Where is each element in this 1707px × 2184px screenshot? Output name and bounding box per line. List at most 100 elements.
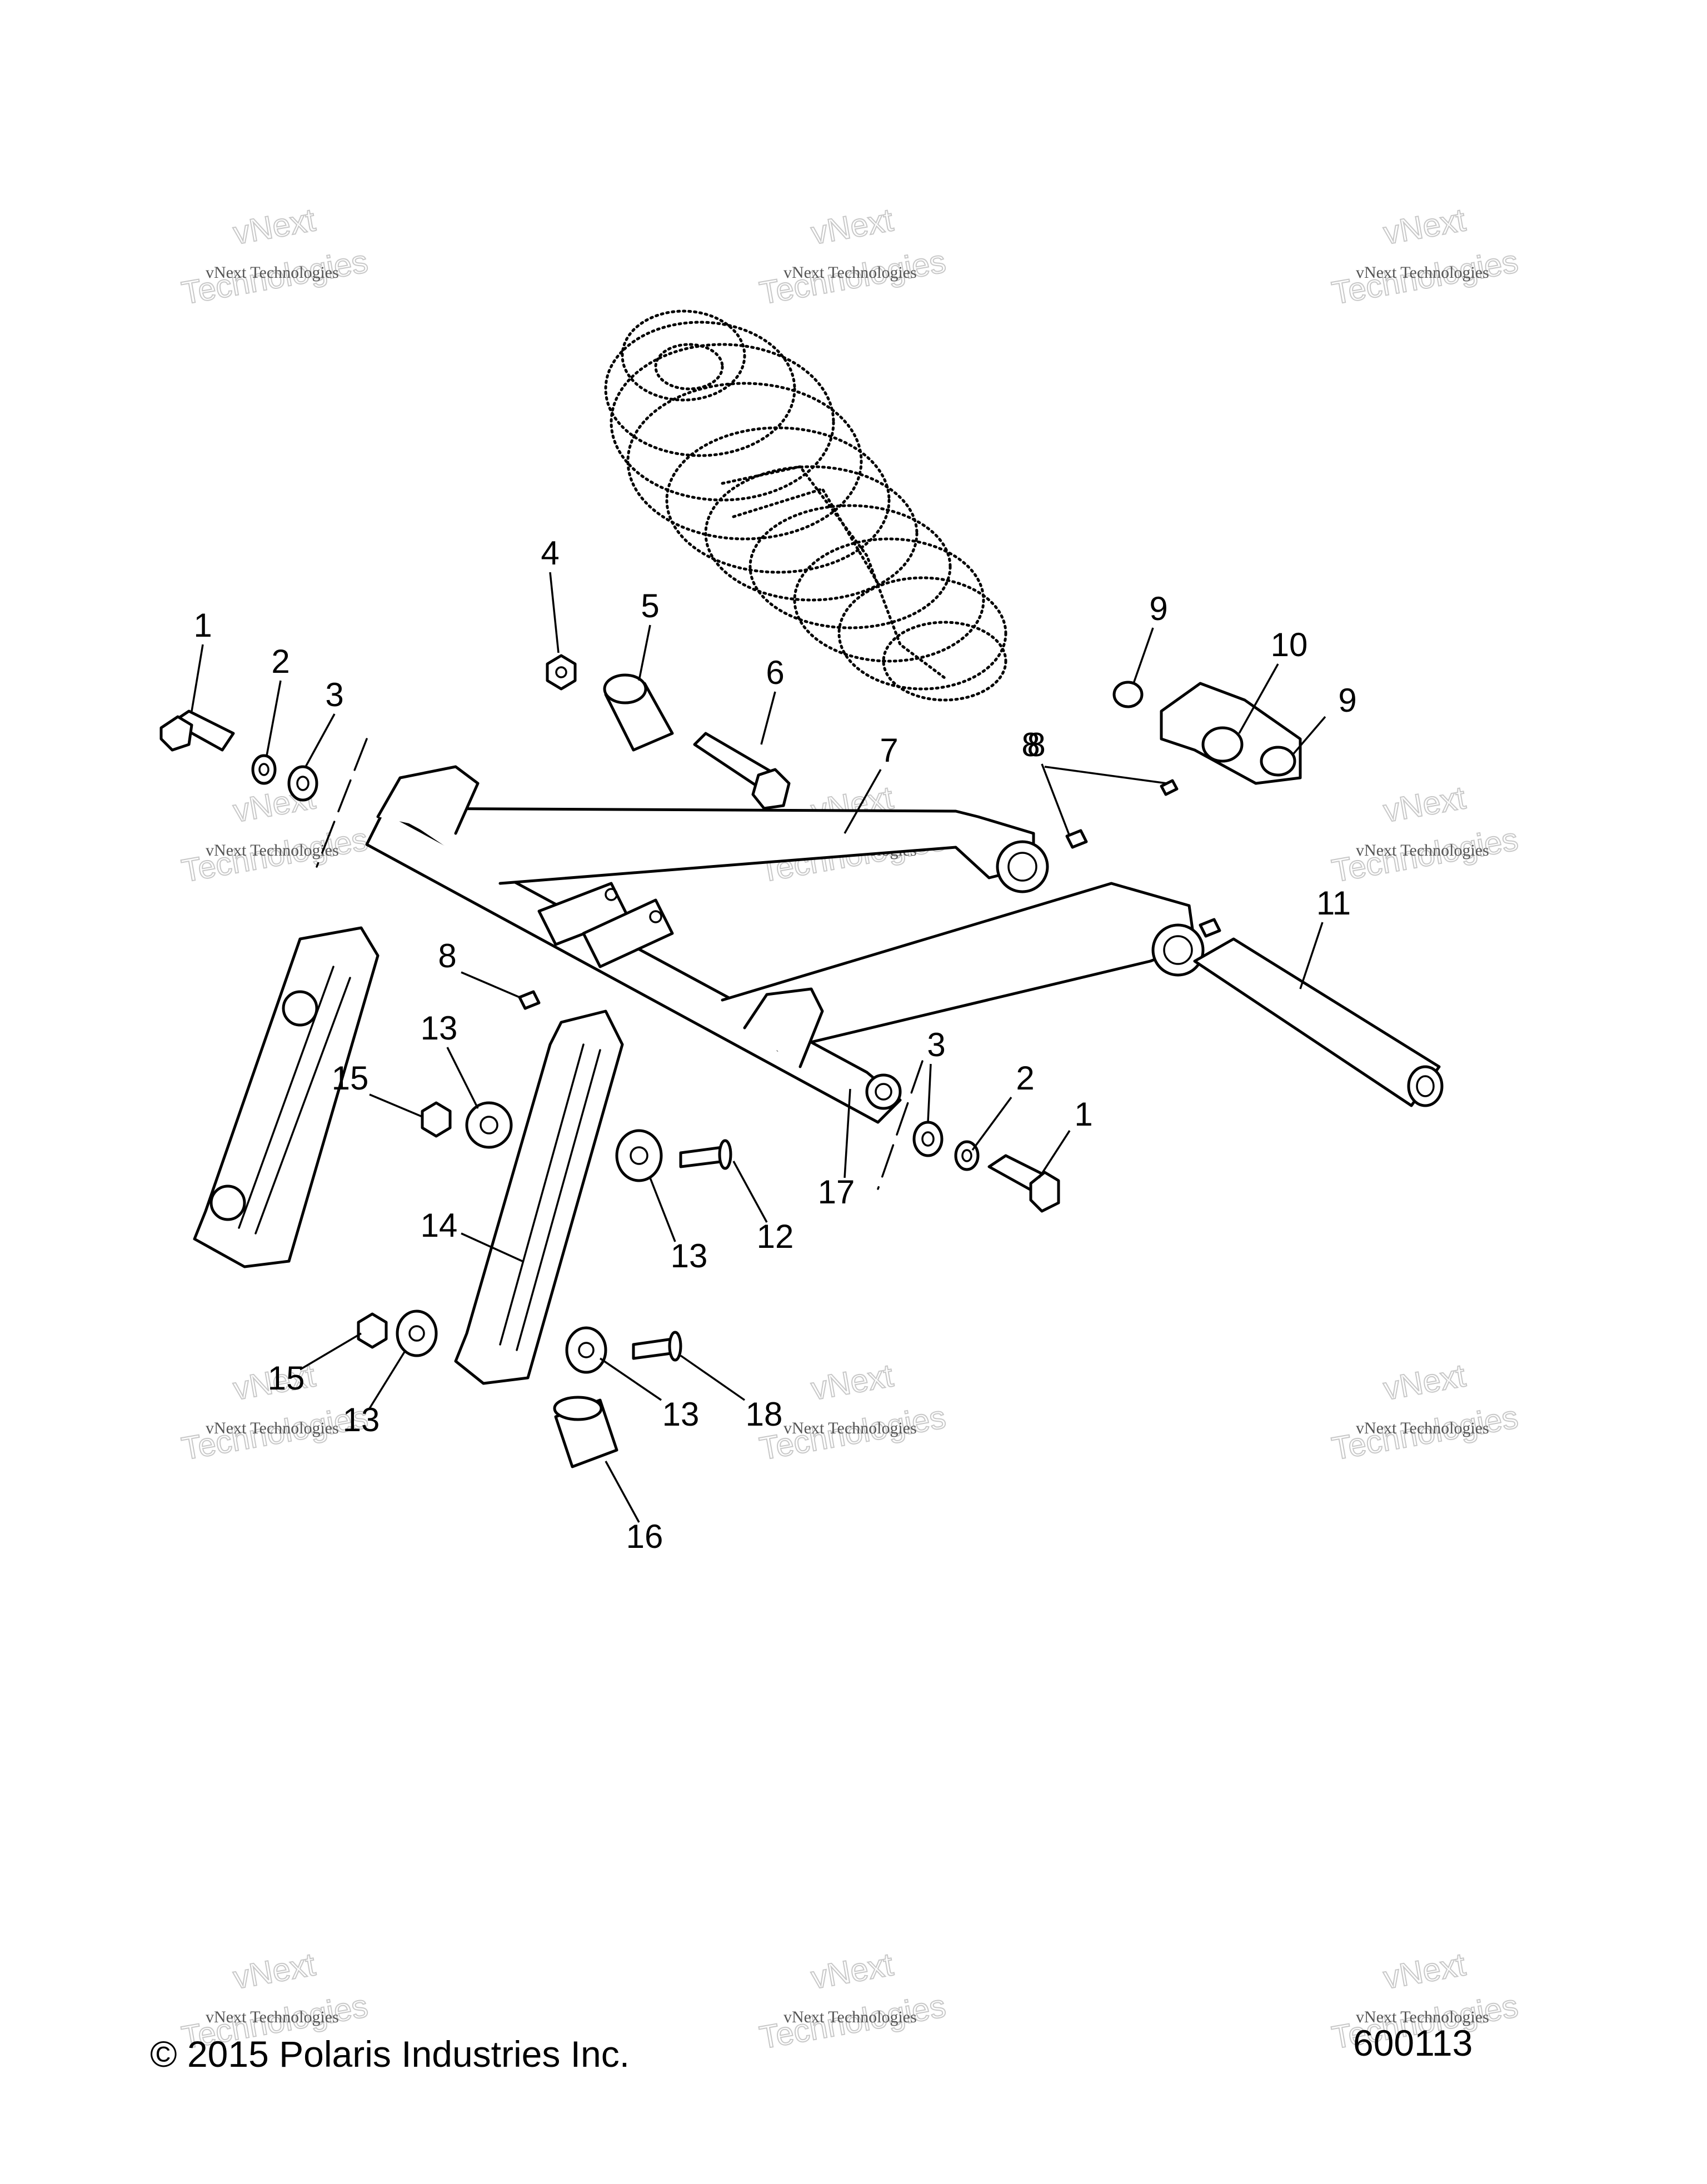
callout-label: 10	[1271, 626, 1308, 663]
shock-bolt	[693, 732, 791, 810]
callout-label: 9	[1338, 682, 1356, 719]
lower-pivot-shaft	[365, 809, 902, 1124]
callout-leader-line	[843, 769, 882, 834]
left-link-arm	[193, 926, 380, 1268]
callout-leader-line	[461, 971, 520, 998]
callout-label: 4	[541, 534, 559, 572]
watermark-text: vNext Technologies	[206, 2008, 339, 2026]
callout-label: 14	[421, 1207, 458, 1244]
callout-leader-line	[680, 1355, 745, 1401]
bolt-right	[987, 1154, 1060, 1213]
callout-label: 3	[325, 676, 343, 713]
hoop-handles	[376, 765, 824, 1068]
callout-leader-line	[1038, 1130, 1071, 1178]
axis-lines	[316, 738, 924, 1190]
diagram-number: 600113	[1353, 2022, 1473, 2063]
lower-arm-tube	[721, 882, 1205, 1052]
flange-nut-lower	[357, 1312, 388, 1349]
watermark-text: vNext Technologies	[206, 263, 339, 282]
watermark-brand: vNext	[808, 1946, 896, 1996]
watermark-brand: vNext	[231, 202, 318, 252]
callout-leader-line	[191, 644, 204, 712]
watermark-brand: vNext	[808, 202, 896, 252]
callout-label: 18	[746, 1396, 783, 1433]
callout-leader-line	[461, 1232, 523, 1262]
callout-leader-line	[1132, 627, 1154, 684]
watermark-text: vNext Technologies	[783, 2008, 917, 2026]
pivot-block-assembly	[1112, 681, 1302, 785]
callout-leader-line	[549, 572, 560, 653]
callout-label: 17	[818, 1173, 855, 1211]
callout-label: 8	[1027, 726, 1045, 763]
pin-upper	[679, 1139, 732, 1170]
watermark-text: vNext Technologies	[1356, 1419, 1489, 1437]
callout-leader-line	[1291, 716, 1326, 757]
watermark-brand: vNext	[1381, 779, 1468, 829]
callout-leader-line	[446, 1047, 479, 1109]
washer-left-small	[251, 754, 277, 785]
callout-label: 8	[438, 937, 456, 974]
watermark-brand: vNext	[1381, 1946, 1468, 1996]
watermark-brand: vNext	[231, 1946, 318, 1996]
callout-label: 13	[662, 1396, 700, 1433]
callout-label: 6	[766, 654, 784, 691]
washer-right-small	[954, 1140, 980, 1171]
callout-label: 15	[268, 1360, 305, 1397]
callout-leader-line	[971, 1096, 1012, 1151]
callout-label: 13	[671, 1237, 708, 1275]
callout-label: 2	[271, 643, 290, 680]
callout-leader-line	[369, 1093, 423, 1118]
watermark-text: vNext Technologies	[206, 841, 339, 859]
callout-label: 2	[1016, 1059, 1034, 1097]
thrust-washer-2	[615, 1129, 663, 1182]
callout-leader-line	[305, 713, 336, 767]
shock-absorber-phantom	[604, 309, 1007, 702]
callout-label: 8	[1021, 726, 1040, 763]
callout-leader-line	[300, 1332, 362, 1371]
watermark-brand: vNext	[1381, 202, 1468, 252]
callout-label: 11	[1316, 884, 1351, 922]
callout-leader-line	[843, 1088, 851, 1178]
washer-left-large	[287, 765, 318, 802]
pin-lower	[632, 1331, 682, 1362]
callout-leader-line	[1044, 766, 1167, 784]
washer-right-large	[912, 1121, 944, 1157]
callout-label: 5	[641, 587, 659, 624]
thrust-washer-1	[465, 1101, 513, 1149]
pivot-brackets	[537, 882, 674, 968]
callout-leader-line	[1299, 922, 1324, 989]
cross-shaft	[1193, 937, 1444, 1107]
copyright-notice: © 2015 Polaris Industries Inc.	[150, 2033, 630, 2075]
callout-label: 9	[1149, 590, 1167, 627]
callout-leader-line	[1041, 763, 1071, 837]
flanged-bushing	[553, 1396, 618, 1468]
watermark-text: vNext Technologies	[1356, 841, 1489, 859]
upper-arm-tube	[387, 807, 1049, 893]
callout-leader-line	[605, 1461, 640, 1523]
watermark-text: vNext Technologies	[783, 1419, 917, 1437]
flange-nut-upper	[421, 1101, 452, 1138]
grease-fittings	[518, 779, 1221, 1010]
callout-label: 16	[626, 1518, 663, 1555]
callout-leader-line	[600, 1357, 662, 1401]
callout-label: 12	[757, 1218, 794, 1255]
callout-leader-line	[732, 1161, 768, 1223]
callout-label: 13	[343, 1401, 380, 1438]
right-link-arm	[454, 1009, 624, 1385]
watermark-text: vNext Technologies	[1356, 263, 1489, 282]
callout-leader-line	[638, 624, 651, 681]
callout-leader-line	[927, 1063, 932, 1123]
thrust-washer-4	[565, 1326, 607, 1374]
callout-leader-line	[1238, 663, 1279, 734]
callout-label: 13	[421, 1009, 458, 1047]
callout-leader-line	[266, 680, 282, 756]
